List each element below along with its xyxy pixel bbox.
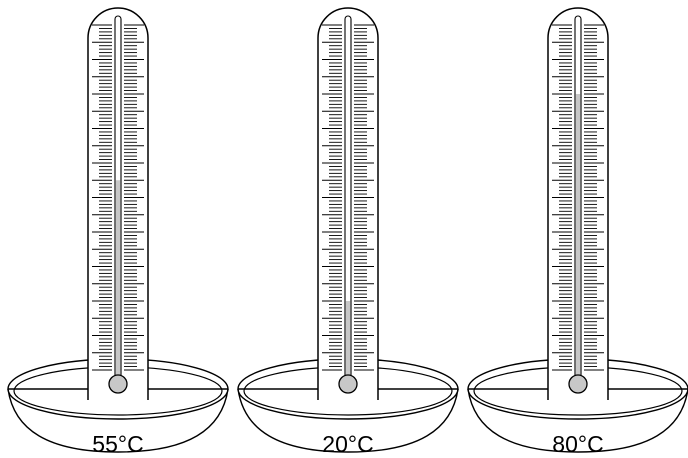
- liquid-column: [345, 301, 351, 384]
- temperature-label: 20°C: [322, 431, 373, 457]
- scale-ticks: [92, 24, 144, 371]
- thermometer-unit: 80°C: [467, 7, 688, 457]
- scale-ticks: [322, 24, 374, 371]
- thermometer-unit: 20°C: [237, 7, 459, 457]
- thermometer-bulb: [108, 374, 128, 394]
- dish-inner-front: [473, 390, 683, 416]
- liquid-column: [575, 94, 581, 384]
- thermometer-bulb: [338, 374, 358, 394]
- dish-inner-front: [13, 390, 223, 416]
- dish-bowl: [237, 388, 459, 453]
- thermometer-bulb: [568, 374, 588, 394]
- temperature-label: 55°C: [92, 431, 143, 457]
- dish-bowl: [7, 388, 229, 453]
- thermometer-unit: 55°C: [7, 7, 229, 457]
- liquid-column: [115, 180, 121, 384]
- scale-ticks: [552, 24, 604, 371]
- dish-inner-front: [243, 390, 453, 416]
- dish-bowl: [467, 388, 688, 453]
- temperature-label: 80°C: [552, 431, 603, 457]
